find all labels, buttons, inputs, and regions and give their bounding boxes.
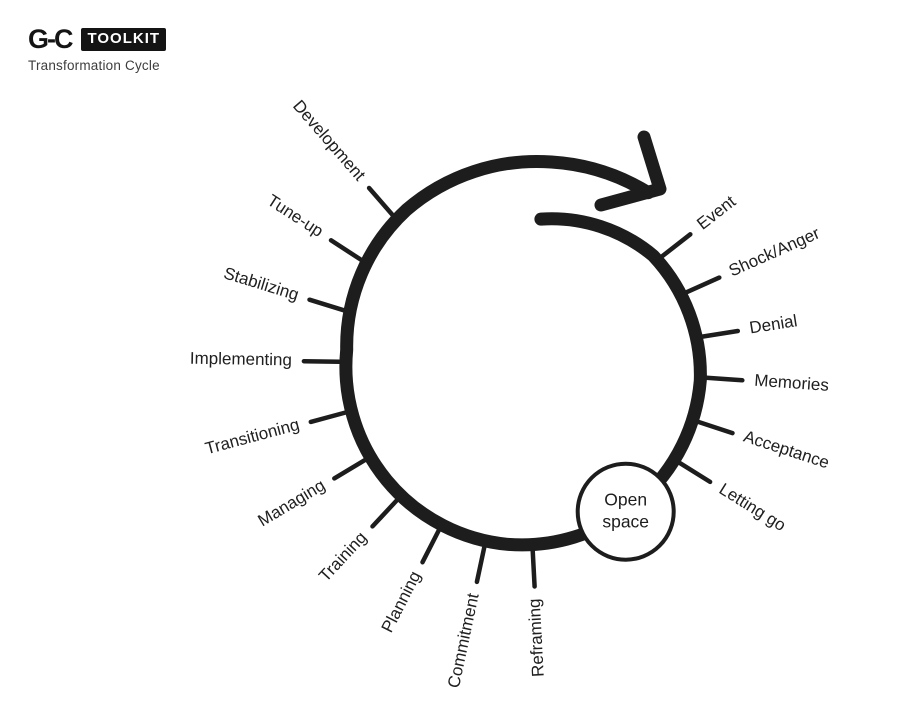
cycle-label-letting-go: Letting go <box>716 479 789 535</box>
tick-reframing <box>530 548 537 589</box>
cycle-label-planning: Planning <box>378 568 425 636</box>
cycle-label-event: Event <box>693 192 739 234</box>
tick-planning <box>420 527 442 565</box>
cycle-label-training: Training <box>315 528 370 585</box>
cycle-label-implementing: Implementing <box>190 349 292 370</box>
cycle-spiral-arc <box>339 154 707 552</box>
open-space-label-line-1: Open <box>604 489 647 509</box>
open-space-label-line-2: space <box>602 511 649 531</box>
gc-logo: G-C <box>28 24 73 54</box>
tick-memories <box>704 375 745 383</box>
tick-denial <box>700 328 741 339</box>
tick-implementing <box>301 358 343 365</box>
brand-row: G-C TOOLKIT <box>28 24 167 54</box>
tick-transitioning <box>308 410 348 425</box>
brand-header: G-C TOOLKIT Transformation Cycle <box>28 24 167 73</box>
cycle-label-memories: Memories <box>754 371 830 395</box>
cycle-label-commitment: Commitment <box>444 591 483 689</box>
cycle-label-transitioning: Transitioning <box>203 415 301 458</box>
cycle-label-managing: Managing <box>255 476 329 531</box>
tick-stabilizing <box>307 297 347 313</box>
cycle-label-stabilizing: Stabilizing <box>221 263 301 304</box>
tick-event <box>659 232 693 259</box>
tick-commitment <box>474 544 487 585</box>
cycle-label-denial: Denial <box>748 311 799 337</box>
tick-training <box>370 497 400 529</box>
tick-acceptance <box>696 419 735 436</box>
tick-tune-up <box>328 238 364 263</box>
open-space-circle <box>575 461 676 562</box>
tick-managing <box>332 457 368 481</box>
cycle-label-development: Development <box>289 96 369 184</box>
toolkit-badge: TOOLKIT <box>80 28 167 51</box>
cycle-arrow-head-icon <box>594 130 667 212</box>
cycle-label-acceptance: Acceptance <box>741 427 831 473</box>
tick-shock-anger <box>684 275 722 295</box>
cycle-label-tune-up: Tune-up <box>264 191 327 241</box>
page-title: Transformation Cycle <box>28 58 160 73</box>
tick-development <box>366 185 395 218</box>
tick-letting-go <box>677 460 713 485</box>
cycle-label-reframing: Reframing <box>525 598 548 677</box>
cycle-label-shock-anger: Shock/Anger <box>726 223 823 280</box>
